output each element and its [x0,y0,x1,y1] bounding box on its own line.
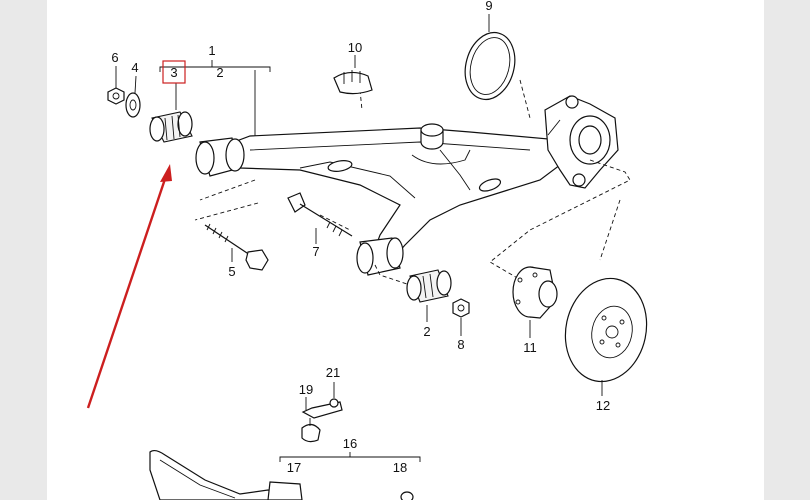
wheel-carrier [544,95,619,189]
callout-18: 18 [393,460,407,475]
callout-11: 11 [523,340,537,355]
part-16-stabilizer [149,449,421,500]
part-12-brake-disc [564,277,648,396]
part-10-clip [333,55,373,95]
callout-12: 12 [596,398,610,413]
part-11-hub [512,266,558,338]
callout-1: 1 [208,43,215,58]
leader-brackets [159,60,271,136]
highlight-box [162,60,186,84]
control-arm [216,123,561,263]
part-7-bolt [287,192,353,244]
callout-4: 4 [131,60,138,75]
part-5-bolt [204,223,269,271]
part-3-bush [149,83,193,143]
callout-7: 7 [312,244,319,259]
callout-9: 9 [485,0,492,13]
callout-10: 10 [348,40,362,55]
part-19-21-link [301,382,343,443]
callout-5: 5 [228,264,235,279]
assembly-lines [194,79,631,301]
part-2-bush-lower [406,269,452,322]
callout-6: 6 [111,50,118,65]
part-6-nut [107,66,125,105]
callout-2-lower: 2 [423,324,430,339]
callout-3: 3 [170,65,177,80]
callout-17: 17 [287,460,301,475]
callout-2-top: 2 [216,65,223,80]
callout-19: 19 [299,382,313,397]
arm-rear-bush [356,237,404,276]
part-4-washer [125,75,141,118]
callout-16: 16 [343,436,357,451]
highlight-arrow [86,164,172,409]
part-8-nut [452,298,470,336]
callout-21: 21 [326,365,340,380]
callout-8: 8 [457,337,464,352]
part-9-ring [464,14,516,101]
arm-front-bush [195,137,245,177]
